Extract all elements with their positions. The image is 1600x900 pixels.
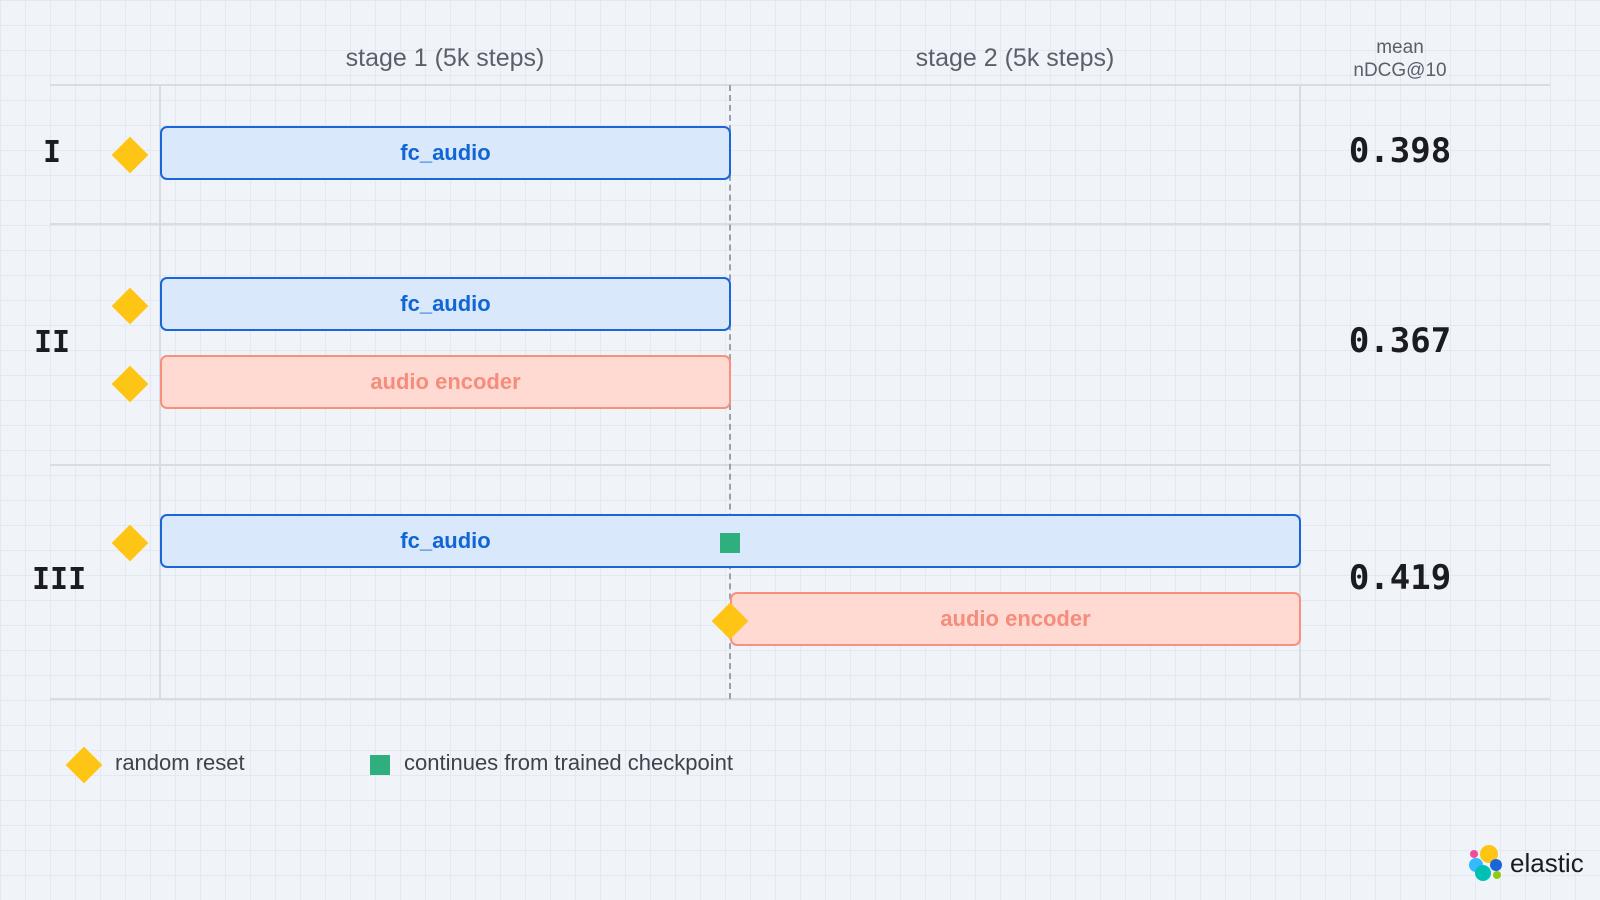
row-label-3: III: [32, 562, 87, 597]
score-row-3: 0.419: [1348, 558, 1452, 598]
bar-label: fc_audio: [400, 140, 491, 165]
bar-label: fc_audio: [400, 291, 491, 316]
random-reset-marker: [111, 136, 149, 174]
checkpoint-marker: [720, 533, 740, 553]
divider-row-1: [50, 223, 1550, 225]
random-reset-marker: [111, 365, 149, 403]
row-label-2: II: [33, 325, 71, 360]
fc-audio-bar: fc_audio: [160, 126, 731, 180]
audio-encoder-bar: audio encoder: [160, 355, 731, 409]
elastic-logo-icon: [1469, 845, 1502, 881]
audio-encoder-bar: audio encoder: [730, 592, 1301, 646]
metric-header-line2: nDCG@10: [1353, 60, 1447, 81]
divider-top: [50, 84, 1550, 86]
fc-audio-bar: fc_audio: [160, 277, 731, 331]
bar-label: audio encoder: [940, 606, 1091, 631]
metric-header: mean nDCG@10: [1300, 36, 1500, 82]
random-reset-marker: [111, 524, 149, 562]
elastic-logo-text: elastic: [1510, 848, 1584, 878]
legend-diamond-icon: [65, 746, 103, 784]
metric-header-line1: mean: [1376, 37, 1424, 58]
bar-label: fc_audio: [400, 528, 491, 553]
stage-end-line: [1299, 85, 1301, 699]
legend-checkpoint: continues from trained checkpoint: [404, 750, 733, 775]
score-row-2: 0.367: [1348, 321, 1452, 361]
bar-label: audio encoder: [370, 369, 521, 394]
random-reset-marker: [111, 287, 149, 325]
row-label-1: I: [42, 135, 62, 170]
stage-2-header: stage 2 (5k steps): [915, 44, 1115, 72]
stage-1-header: stage 1 (5k steps): [345, 44, 545, 72]
score-row-1: 0.398: [1348, 131, 1452, 171]
legend-random-reset: random reset: [115, 750, 245, 775]
divider-bottom: [50, 698, 1550, 700]
elastic-logo: elastic: [1466, 843, 1586, 883]
divider-row-2: [50, 464, 1550, 466]
legend-square-icon: [370, 755, 390, 775]
